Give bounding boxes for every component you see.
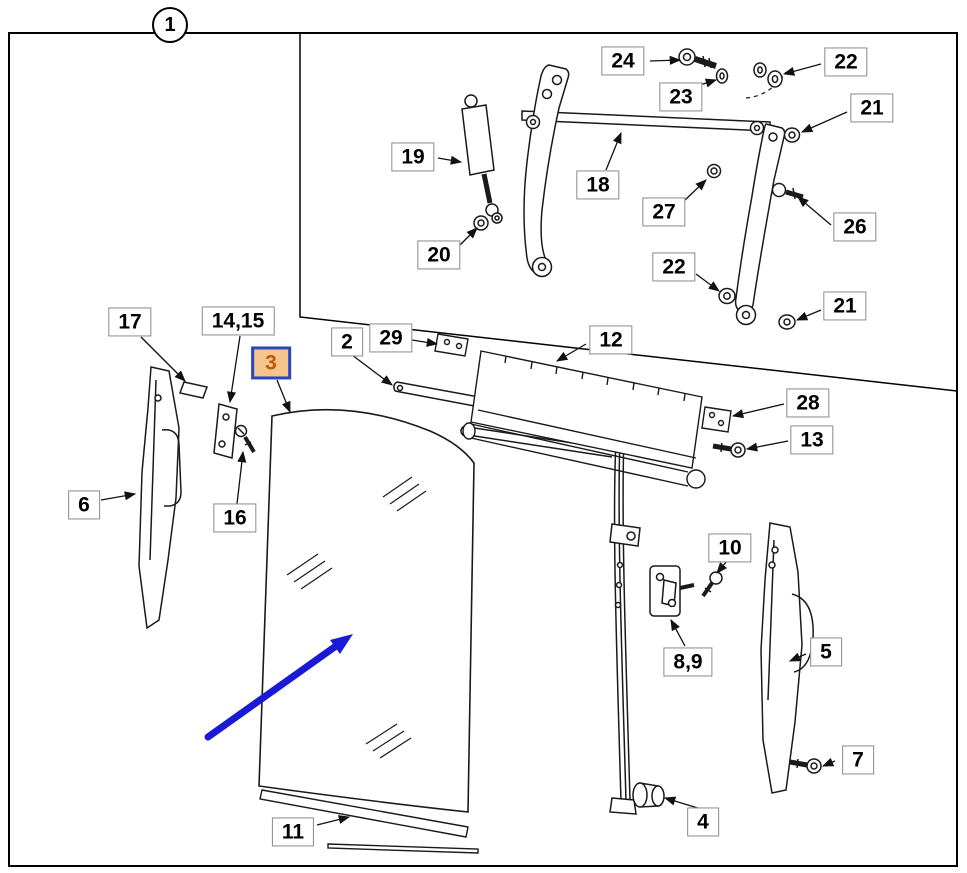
part-label-11[interactable]: 11 — [271, 817, 315, 847]
part-label-13[interactable]: 13 — [790, 425, 834, 455]
part-plate-14-15 — [213, 403, 238, 459]
part-pillar-trim-6 — [138, 366, 182, 630]
part-washer-21-top — [783, 127, 801, 143]
part-label-7[interactable]: 7 — [842, 745, 874, 775]
pointer-arrow — [204, 634, 353, 741]
part-bolt-26 — [771, 182, 804, 200]
part-hinge-frame-18 — [521, 64, 786, 326]
diagram-border — [8, 32, 958, 867]
part-blind-panel-12 — [462, 350, 706, 489]
part-label-24[interactable]: 24 — [601, 46, 645, 76]
part-label-10[interactable]: 10 — [708, 533, 752, 563]
part-striker-8-9 — [649, 565, 695, 617]
part-washer-21-bottom — [778, 314, 796, 330]
assembly-ref-label[interactable]: 1 — [152, 7, 188, 43]
part-label-29[interactable]: 29 — [369, 323, 413, 353]
part-bolt-10 — [701, 571, 723, 598]
part-label-20[interactable]: 20 — [417, 240, 461, 270]
part-label-22-bottom[interactable]: 22 — [652, 252, 696, 282]
part-label-19[interactable]: 19 — [391, 142, 435, 172]
part-label-27[interactable]: 27 — [642, 197, 686, 227]
part-label-23[interactable]: 23 — [659, 82, 703, 112]
part-washer-nut-20 — [473, 212, 503, 231]
part-cap-17 — [179, 381, 208, 399]
part-label-26[interactable]: 26 — [833, 212, 877, 242]
part-pillar-5 — [760, 522, 814, 794]
part-bolt-24 — [678, 48, 717, 69]
part-label-22-top[interactable]: 22 — [824, 47, 868, 77]
part-gas-strut-19 — [461, 94, 499, 217]
part-door-glass-3 — [258, 408, 475, 813]
section-divider — [299, 34, 958, 392]
part-washers-22-top — [745, 62, 787, 99]
part-label-17[interactable]: 17 — [108, 307, 152, 337]
part-bracket-29 — [434, 333, 469, 357]
part-label-21-bottom[interactable]: 21 — [823, 291, 867, 321]
glass-reflection-marks — [286, 476, 427, 759]
part-bolt-7 — [789, 758, 822, 774]
part-screw-13 — [712, 442, 746, 458]
part-screw-16 — [234, 424, 256, 454]
part-roller-4 — [632, 782, 665, 808]
part-label-6[interactable]: 6 — [68, 490, 100, 520]
part-nut-27 — [706, 163, 722, 179]
part-label-4[interactable]: 4 — [687, 807, 719, 837]
leader-lines — [100, 55, 848, 826]
part-label-8-9[interactable]: 8,9 — [663, 647, 713, 677]
part-label-18[interactable]: 18 — [576, 170, 620, 200]
part-label-12[interactable]: 12 — [589, 325, 633, 355]
part-label-2[interactable]: 2 — [331, 327, 363, 357]
part-washer-22-bottom — [718, 287, 736, 305]
part-washer-23 — [715, 68, 729, 84]
part-label-14-15[interactable]: 14,15 — [201, 306, 275, 336]
part-weatherstrip-11 — [259, 789, 479, 854]
part-label-5[interactable]: 5 — [810, 637, 842, 667]
part-label-3-highlighted[interactable]: 3 — [251, 346, 291, 380]
part-bracket-28 — [701, 406, 732, 433]
part-label-21-top[interactable]: 21 — [850, 93, 894, 123]
part-label-16[interactable]: 16 — [213, 503, 257, 533]
part-label-28[interactable]: 28 — [786, 388, 830, 418]
